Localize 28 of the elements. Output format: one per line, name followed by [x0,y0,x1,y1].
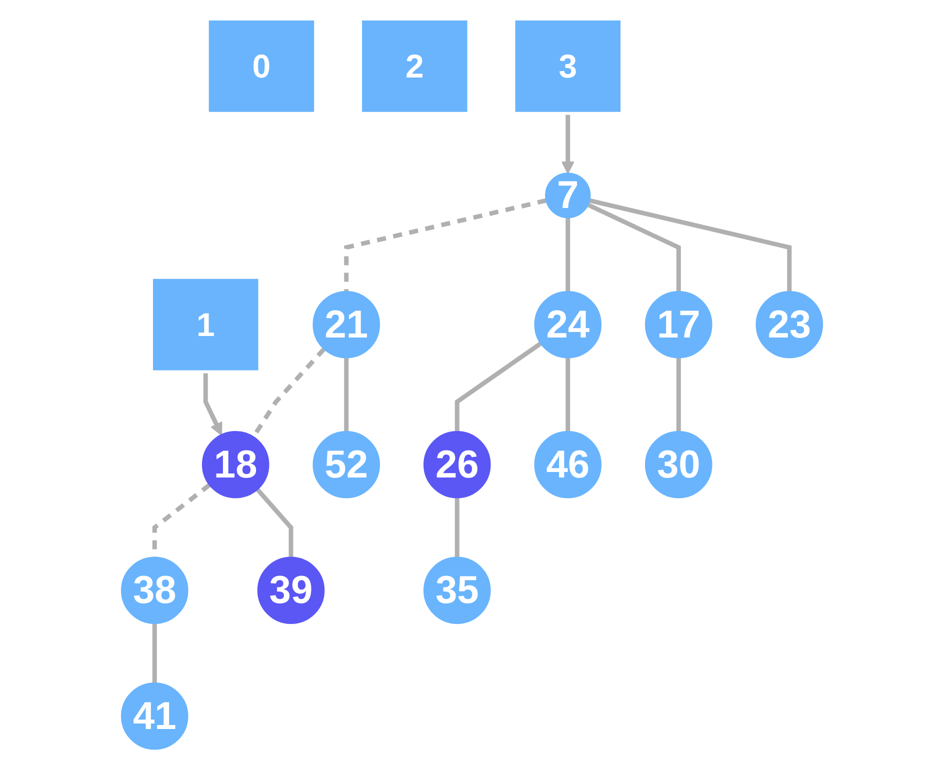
node-circle: 39 [257,556,325,624]
connector [566,358,570,432]
connector [588,198,792,292]
arrow [561,113,574,174]
connector [152,623,157,684]
connector [256,488,294,558]
node-circle: 24 [534,290,602,358]
connector [344,198,547,292]
node-circle: 17 [644,290,712,358]
node-circle: 46 [534,430,602,498]
connector [454,342,542,432]
node-circle: 7 [545,172,591,218]
connector [676,358,681,432]
node-circle: 21 [312,290,380,358]
node-circle: 52 [312,430,380,498]
node-circle: 41 [120,682,188,750]
node-circle: 26 [423,430,491,498]
node-circle: 18 [202,430,270,498]
node-circle: 38 [120,556,188,624]
connector [566,217,570,292]
arrow [203,372,222,436]
connector [586,202,681,292]
connector [344,358,349,432]
node-circle: 35 [423,556,491,624]
node-box: 1 [150,276,262,374]
connector [454,498,460,558]
node-circle: 23 [756,290,824,358]
node-circle: 30 [644,430,712,498]
